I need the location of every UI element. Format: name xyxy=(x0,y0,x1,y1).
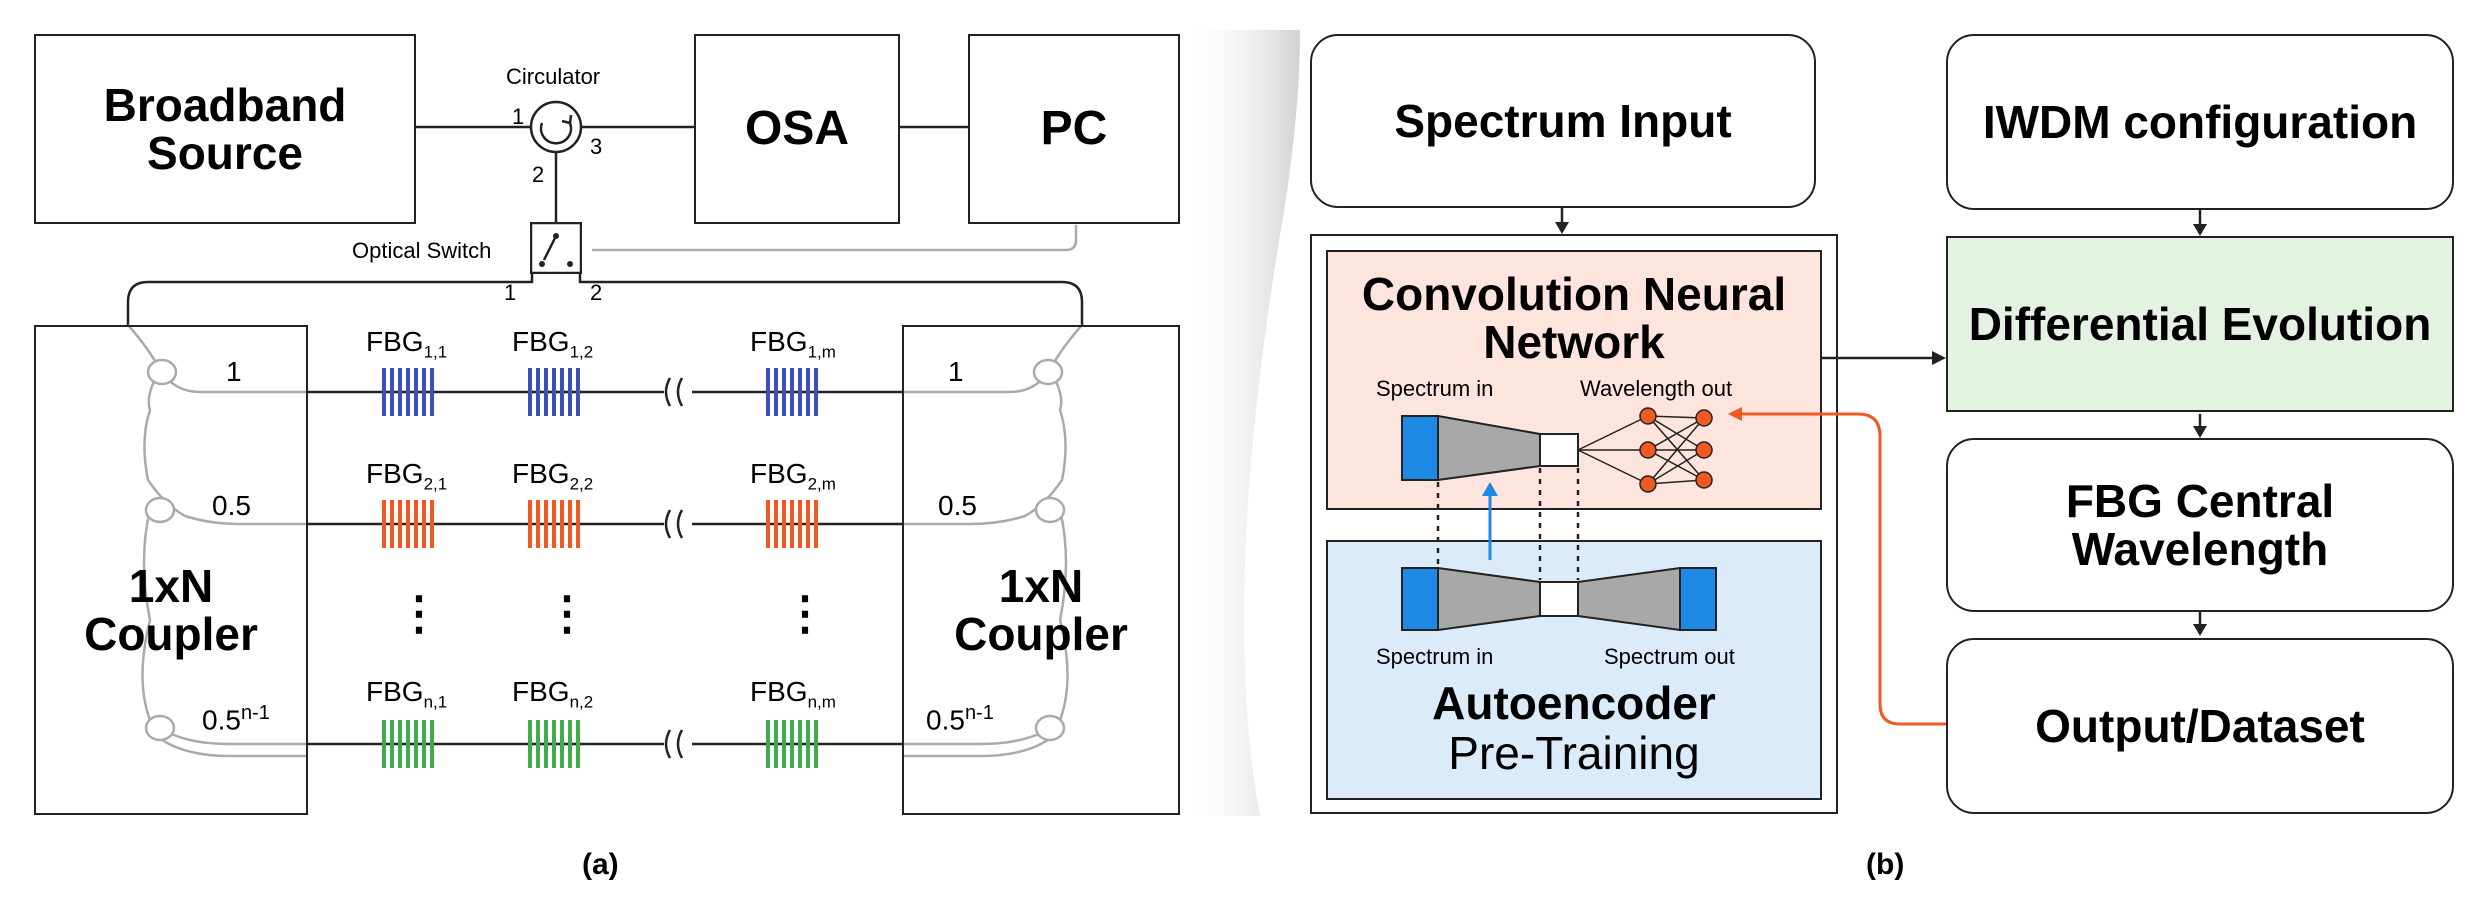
ae-title: Autoencoder xyxy=(1432,677,1716,729)
fbg-grating-2-1 xyxy=(382,500,434,548)
fbg-label-1-2: FBG1,2 xyxy=(512,326,593,363)
ae-subtitle: Pre-Training xyxy=(1448,727,1700,779)
switch-port-1: 1 xyxy=(504,280,517,305)
circulator-port-2: 2 xyxy=(532,162,545,187)
fbg-subscript: 1,1 xyxy=(423,342,448,362)
fbg-grating-3-2 xyxy=(528,720,580,768)
ratio-right-row2: 0.5 xyxy=(938,490,977,521)
fbg-grating-3-3 xyxy=(766,720,818,768)
fbg-subscript: 1,m xyxy=(807,342,836,362)
fbg-prefix: FBG xyxy=(512,676,570,707)
right-coupler-label: 1xN Coupler xyxy=(954,559,1128,660)
fbg-label-2-2: FBG2,2 xyxy=(512,458,593,495)
fbg-prefix: FBG xyxy=(512,326,570,357)
left-coupler-box: 1xN Coupler xyxy=(34,325,308,815)
ratio-right-rown: 0.5n-1 xyxy=(926,702,994,736)
fbg-prefix: FBG xyxy=(366,326,424,357)
cnn-wavelength-out-label: Wavelength out xyxy=(1580,376,1733,401)
fbg-label-1-1: FBG1,1 xyxy=(366,326,447,363)
fbg-grating-2-2 xyxy=(528,500,580,548)
fbg-label-1-m: FBG1,m xyxy=(750,326,836,363)
circulator-port-3: 3 xyxy=(590,134,603,159)
ratio-left-rown-exp: n-1 xyxy=(240,702,270,724)
differential-evolution-box: Differential Evolution xyxy=(1946,236,2454,412)
fbg-prefix: FBG xyxy=(366,458,424,489)
fbg-grating-1-3 xyxy=(766,368,818,416)
fbg-grating-3-1 xyxy=(382,720,434,768)
switch-port-2: 2 xyxy=(590,280,603,305)
fbg-prefix: FBG xyxy=(366,676,424,707)
fbg-subscript: n,1 xyxy=(423,692,448,712)
right-coupler-box: 1xN Coupler xyxy=(902,325,1180,815)
fbg-prefix: FBG xyxy=(750,458,808,489)
ratio-left-rown: 0.5n-1 xyxy=(202,702,270,736)
fbg-label-n-2: FBGn,2 xyxy=(512,676,593,713)
ratio-right-rown-base: 0.5 xyxy=(926,704,965,736)
circulator-label: Circulator xyxy=(506,64,601,89)
fbg-subscript: 2,1 xyxy=(423,474,448,494)
optical-switch-icon xyxy=(530,222,582,274)
fbg-prefix: FBG xyxy=(750,676,808,707)
panel-b-caption: (b) xyxy=(1866,848,1905,881)
fbg-prefix: FBG xyxy=(750,326,808,357)
circulator-port-1: 1 xyxy=(512,104,525,129)
fbg-grating-2-3 xyxy=(766,500,818,548)
model-container xyxy=(1310,234,1838,814)
fbg-central-wavelength-box: FBG Central Wavelength xyxy=(1946,438,2454,612)
ae-spectrum-out-label: Spectrum out xyxy=(1604,644,1735,669)
ratio-right-rown-exp: n-1 xyxy=(964,702,994,724)
fbg-label-2-m: FBG2,m xyxy=(750,458,836,495)
ellipsis-col3: ⋮ xyxy=(782,587,828,639)
cnn-spectrum-in-label: Spectrum in xyxy=(1376,376,1494,401)
broadband-source-box: Broadband Source xyxy=(34,34,416,224)
fbg-subscript: n,m xyxy=(807,692,836,712)
ratio-left-row1: 1 xyxy=(226,356,242,387)
fbg-label-2-1: FBG2,1 xyxy=(366,458,447,495)
pc-box: PC xyxy=(968,34,1180,224)
fbg-subscript: 2,m xyxy=(807,474,836,494)
circulator-icon xyxy=(529,100,583,154)
ellipsis-col1: ⋮ xyxy=(396,587,442,639)
fbg-label-n-m: FBGn,m xyxy=(750,676,836,713)
left-coupler-label: 1xN Coupler xyxy=(84,559,258,660)
ae-spectrum-in-label: Spectrum in xyxy=(1376,644,1494,669)
fbg-grating-1-2 xyxy=(528,368,580,416)
ratio-left-row2: 0.5 xyxy=(212,490,251,521)
fbg-subscript: n,2 xyxy=(569,692,594,712)
osa-box: OSA xyxy=(694,34,900,224)
ratio-left-rown-base: 0.5 xyxy=(202,704,241,736)
spectrum-input-box: Spectrum Input xyxy=(1310,34,1816,208)
panel-a-caption: (a) xyxy=(582,848,619,881)
ratio-right-row1: 1 xyxy=(948,356,964,387)
optical-switch-label: Optical Switch xyxy=(352,238,492,263)
fbg-subscript: 1,2 xyxy=(569,342,594,362)
fbg-label-n-1: FBGn,1 xyxy=(366,676,447,713)
ellipsis-col2: ⋮ xyxy=(544,587,590,639)
fbg-subscript: 2,2 xyxy=(569,474,594,494)
fbg-grating-1-1 xyxy=(382,368,434,416)
output-dataset-box: Output/Dataset xyxy=(1946,638,2454,814)
fbg-prefix: FBG xyxy=(512,458,570,489)
iwdm-box: IWDM configuration xyxy=(1946,34,2454,210)
